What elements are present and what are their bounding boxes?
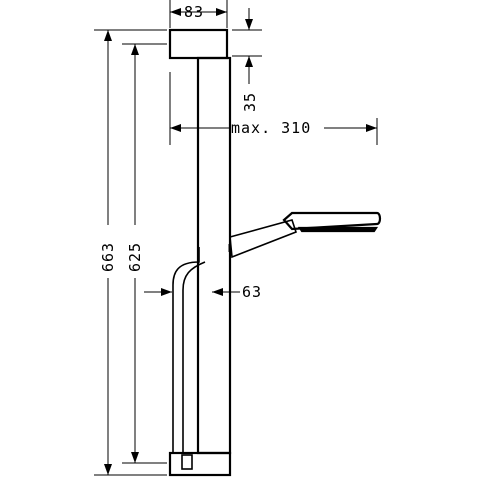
bottom-bracket (168, 451, 232, 477)
dimension-hose-offset: 63 (144, 283, 262, 301)
shower-rail (168, 28, 232, 477)
dimension-label-hose-offset: 63 (242, 283, 262, 301)
shower-hose (172, 247, 206, 453)
dimension-top-width: 83 (169, 0, 228, 28)
dimension-label-max-reach: max. 310 (231, 119, 311, 137)
hand-shower (228, 211, 382, 259)
hose-outlet (181, 454, 193, 470)
dimension-overall-height: 663 (94, 29, 167, 476)
dimension-label-top-width: 83 (184, 3, 204, 21)
dimension-label-rail-height: 625 (126, 242, 144, 272)
dimension-top-offset: 35 (232, 8, 262, 112)
dimension-label-overall-height: 663 (99, 242, 117, 272)
dimension-label-top-offset: 35 (241, 92, 259, 112)
hose-outer (172, 247, 200, 453)
spray-face (297, 226, 379, 233)
dimension-rail-height: 625 (122, 43, 167, 464)
dimension-max-reach: max. 310 (169, 72, 378, 145)
rail-pipe (196, 56, 232, 455)
hose-inner (182, 261, 206, 453)
hand-shower-handle (229, 219, 297, 259)
top-bracket (168, 28, 229, 60)
hand-shower-head (282, 211, 382, 231)
